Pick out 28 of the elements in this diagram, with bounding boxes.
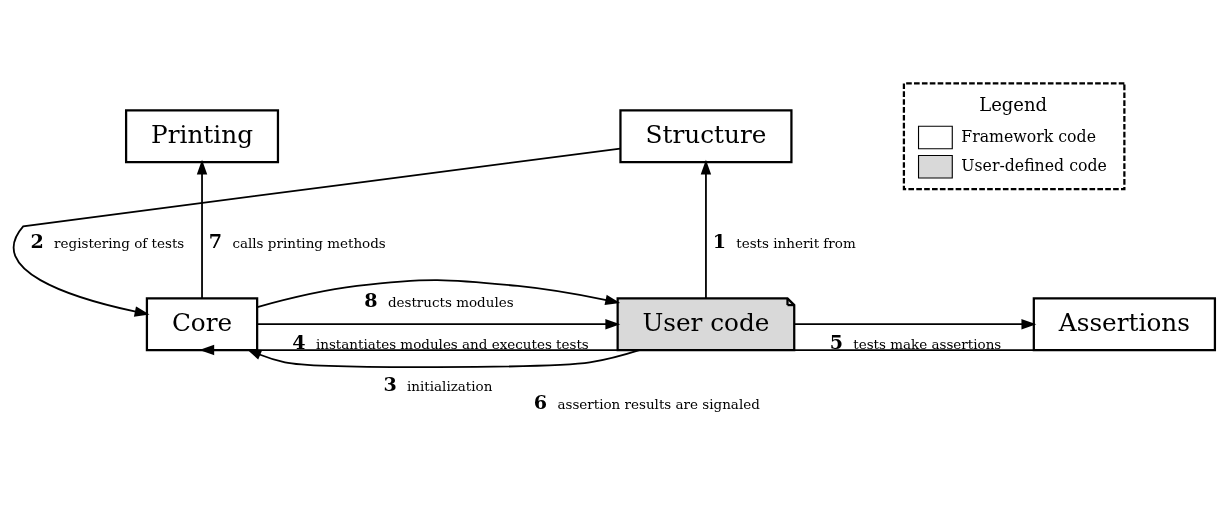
arrow xyxy=(793,319,1037,330)
arrow xyxy=(700,159,712,299)
node-box: Core xyxy=(145,297,259,352)
label: 3 xyxy=(383,372,397,396)
legend-label: Framework code xyxy=(961,126,1096,146)
label: 5 xyxy=(829,331,843,355)
node-box: Assertions xyxy=(1032,297,1217,352)
edge-label: tests inherit from xyxy=(736,234,856,251)
label: 2 xyxy=(30,229,44,253)
edge-label: assertion results are signaled xyxy=(557,395,760,412)
arrow xyxy=(12,147,622,317)
edge-label: calls printing methods xyxy=(232,234,386,251)
arrow xyxy=(256,279,621,308)
edge-label: instantiates modules and executes tests xyxy=(315,336,589,353)
edge-label: registering of tests xyxy=(54,234,185,251)
label: 1 xyxy=(712,229,726,253)
edge-label: destructs modules xyxy=(387,294,514,311)
arrow xyxy=(256,319,621,330)
label: 7 xyxy=(208,229,223,253)
label: 6 xyxy=(533,390,548,414)
edge-label: tests make assertions xyxy=(853,336,1002,353)
legend-label: User-defined code xyxy=(961,155,1107,175)
arrow xyxy=(196,159,208,299)
node-box: Structure xyxy=(619,109,793,164)
edge-label: initialization xyxy=(407,377,493,394)
node-box: Printing xyxy=(125,109,280,164)
label: 8 xyxy=(364,289,378,313)
label: 4 xyxy=(292,331,306,355)
